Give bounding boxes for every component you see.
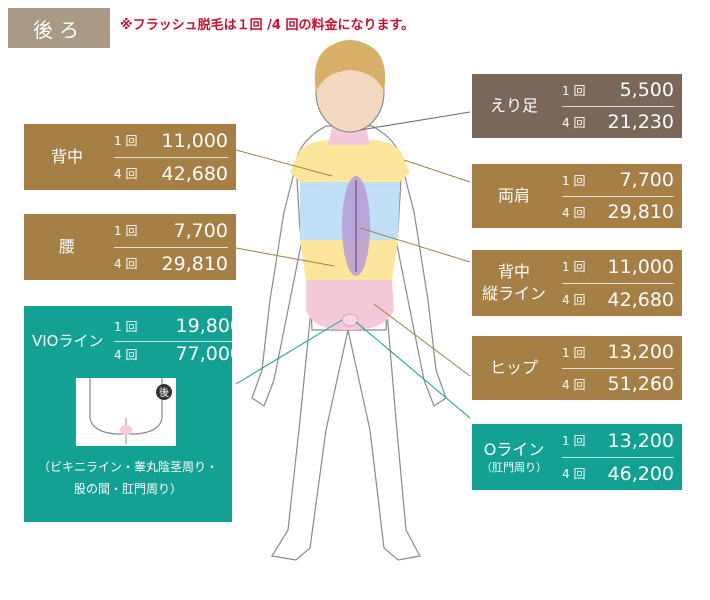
area-name-main: Oライン — [483, 440, 545, 459]
leader-koshi — [235, 247, 335, 267]
area-name-eriashi: えり足 — [489, 96, 538, 115]
row-divider — [562, 283, 674, 284]
shoulders-area — [290, 140, 410, 182]
count-four: 4 回 — [562, 115, 586, 130]
count-four: 4 回 — [562, 467, 586, 481]
area-name-sub: （肛門周り） — [481, 461, 547, 474]
vio-thumbnail-illustration: 後 — [89, 378, 172, 444]
count-once: 1 回 — [562, 260, 586, 274]
count-once: 1 回 — [562, 173, 586, 188]
row-divider — [562, 106, 674, 107]
hair — [314, 40, 386, 92]
area-name-hip: ヒップ — [489, 358, 538, 377]
count-once: 1 回 — [562, 83, 586, 98]
leader-ryoukata — [403, 159, 471, 183]
left-arm-outline — [251, 149, 305, 407]
area-name-ryoukata: 両肩 — [497, 186, 530, 205]
price-four: 21,230 — [607, 111, 674, 133]
leader-vio — [235, 319, 343, 385]
leader-eriashi — [359, 111, 471, 131]
price-once: 5,500 — [619, 79, 674, 101]
area-name-koshi: 腰 — [58, 237, 75, 256]
legs-outline — [271, 299, 421, 561]
row-divider — [562, 368, 674, 369]
leader-hip — [373, 303, 471, 377]
price-four: 77,000 — [175, 343, 242, 365]
pricing-note: ※フラッシュ脱毛は１回 /4 回の料金になります。 — [120, 18, 415, 33]
right-arm-outline — [393, 149, 447, 407]
price-once: 7,700 — [173, 219, 228, 242]
view-tab-back[interactable]: 後ろ — [8, 8, 110, 48]
leader-senaka-tate — [359, 227, 471, 263]
vio-badge: 後 — [159, 386, 169, 399]
row-divider — [114, 247, 228, 248]
vio-thumbnail: 後 — [76, 378, 176, 446]
price-box-ryoukata[interactable]: 両肩 1 回 7,700 4 回 29,810 — [472, 164, 682, 228]
price-box-hip[interactable]: ヒップ 1 回 13,200 4 回 51,260 — [472, 336, 682, 400]
area-name-senaka-tate: 背中 縦ライン — [472, 250, 556, 316]
area-name-line1: 背中 — [497, 262, 530, 281]
price-box-koshi[interactable]: 腰 1 回 7,700 4 回 29,810 — [24, 214, 236, 280]
count-four: 4 回 — [114, 347, 138, 362]
count-four: 4 回 — [562, 293, 586, 307]
row-divider — [114, 157, 228, 158]
count-once: 1 回 — [114, 224, 138, 238]
price-four: 29,810 — [161, 252, 228, 275]
count-four: 4 回 — [562, 205, 586, 220]
count-four: 4 回 — [114, 257, 138, 271]
area-name-line2: 縦ライン — [481, 284, 546, 303]
row-divider — [562, 457, 674, 458]
row-divider — [114, 341, 242, 342]
price-four: 51,260 — [607, 373, 674, 395]
count-once: 1 回 — [114, 319, 138, 334]
leader-senaka — [235, 149, 333, 177]
count-four: 4 回 — [562, 377, 586, 392]
price-once: 11,000 — [161, 129, 228, 152]
price-four: 42,680 — [161, 162, 228, 185]
area-name-vio: VIOライン — [32, 331, 104, 350]
hip-area — [306, 280, 394, 330]
vio-caption-line1: （ビキニライン・睾丸陰茎周り・ — [37, 460, 218, 474]
leader-o-line — [355, 321, 471, 419]
vio-caption-line2: 股の間・肛門周り） — [73, 482, 182, 496]
price-once: 11,000 — [607, 255, 674, 278]
price-box-senaka-tate[interactable]: 背中 縦ライン 1 回 11,000 4 回 42,680 — [472, 250, 682, 316]
price-once: 19,800 — [175, 315, 242, 337]
count-once: 1 回 — [562, 345, 586, 360]
area-name-senaka: 背中 — [50, 147, 83, 166]
area-name-o-line: Oライン （肛門周り） — [472, 424, 556, 490]
price-once: 13,200 — [607, 341, 674, 363]
count-once: 1 回 — [562, 434, 586, 448]
o-line-area — [341, 313, 359, 327]
row-divider — [562, 196, 674, 197]
price-box-eriashi[interactable]: えり足 1 回 5,500 4 回 21,230 — [472, 74, 682, 138]
vio-caption: （ビキニライン・睾丸陰茎周り・ 股の間・肛門周り） — [24, 456, 232, 500]
price-once: 7,700 — [619, 169, 674, 191]
price-four: 46,200 — [607, 462, 674, 485]
count-once: 1 回 — [114, 134, 138, 148]
price-four: 42,680 — [607, 288, 674, 311]
price-box-vio[interactable]: VIOライン 1 回 19,800 4 回 77,000 後 （ビキニライン・睾丸陰… — [24, 306, 242, 522]
count-four: 4 回 — [114, 167, 138, 181]
price-box-o-line[interactable]: Oライン （肛門周り） 1 回 13,200 4 回 46,200 — [472, 424, 682, 490]
price-once: 13,200 — [607, 429, 674, 452]
price-four: 29,810 — [607, 201, 674, 223]
price-box-senaka[interactable]: 背中 1 回 11,000 4 回 42,680 — [24, 124, 236, 190]
